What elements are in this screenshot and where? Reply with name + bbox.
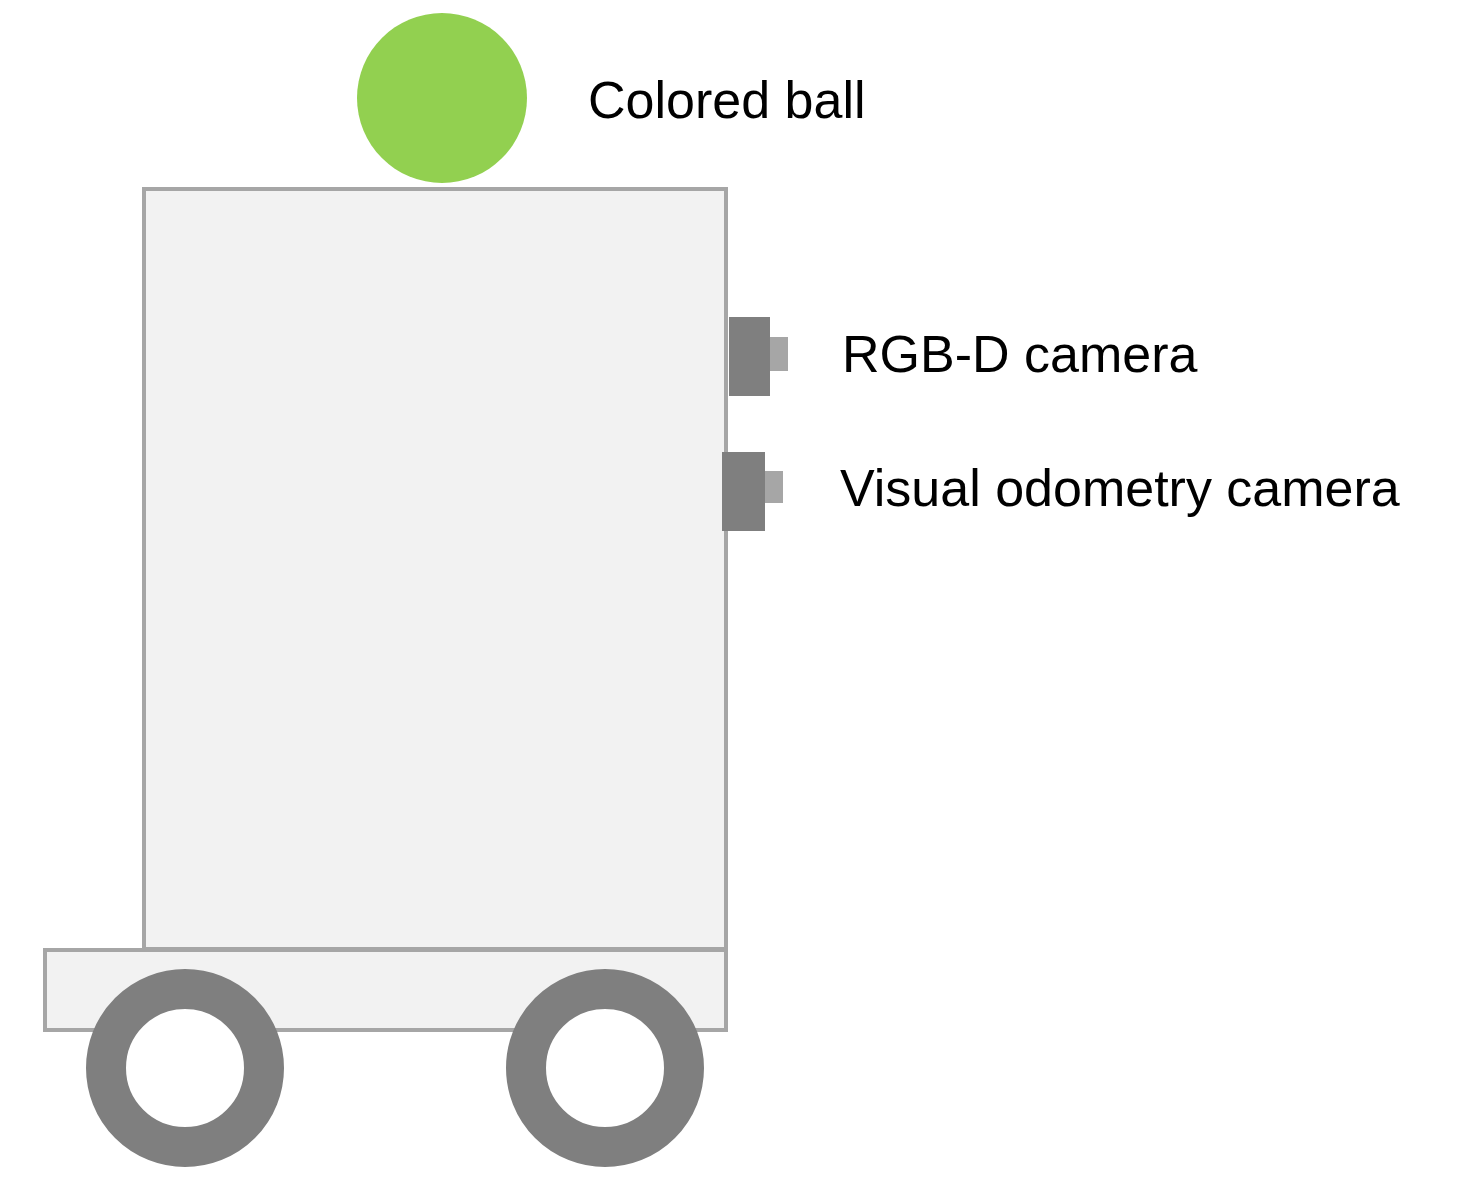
part-label: RGB-D camera bbox=[842, 325, 1197, 385]
camera-body bbox=[722, 452, 765, 531]
wheel bbox=[526, 989, 684, 1147]
colored-ball bbox=[357, 13, 527, 183]
part-label: Colored ball bbox=[588, 71, 866, 131]
robot-body bbox=[144, 189, 726, 949]
camera-lens bbox=[765, 471, 783, 503]
camera-lens bbox=[770, 337, 788, 371]
part-label: Visual odometry camera bbox=[840, 459, 1400, 519]
wheel bbox=[106, 989, 264, 1147]
camera-body bbox=[729, 317, 770, 396]
